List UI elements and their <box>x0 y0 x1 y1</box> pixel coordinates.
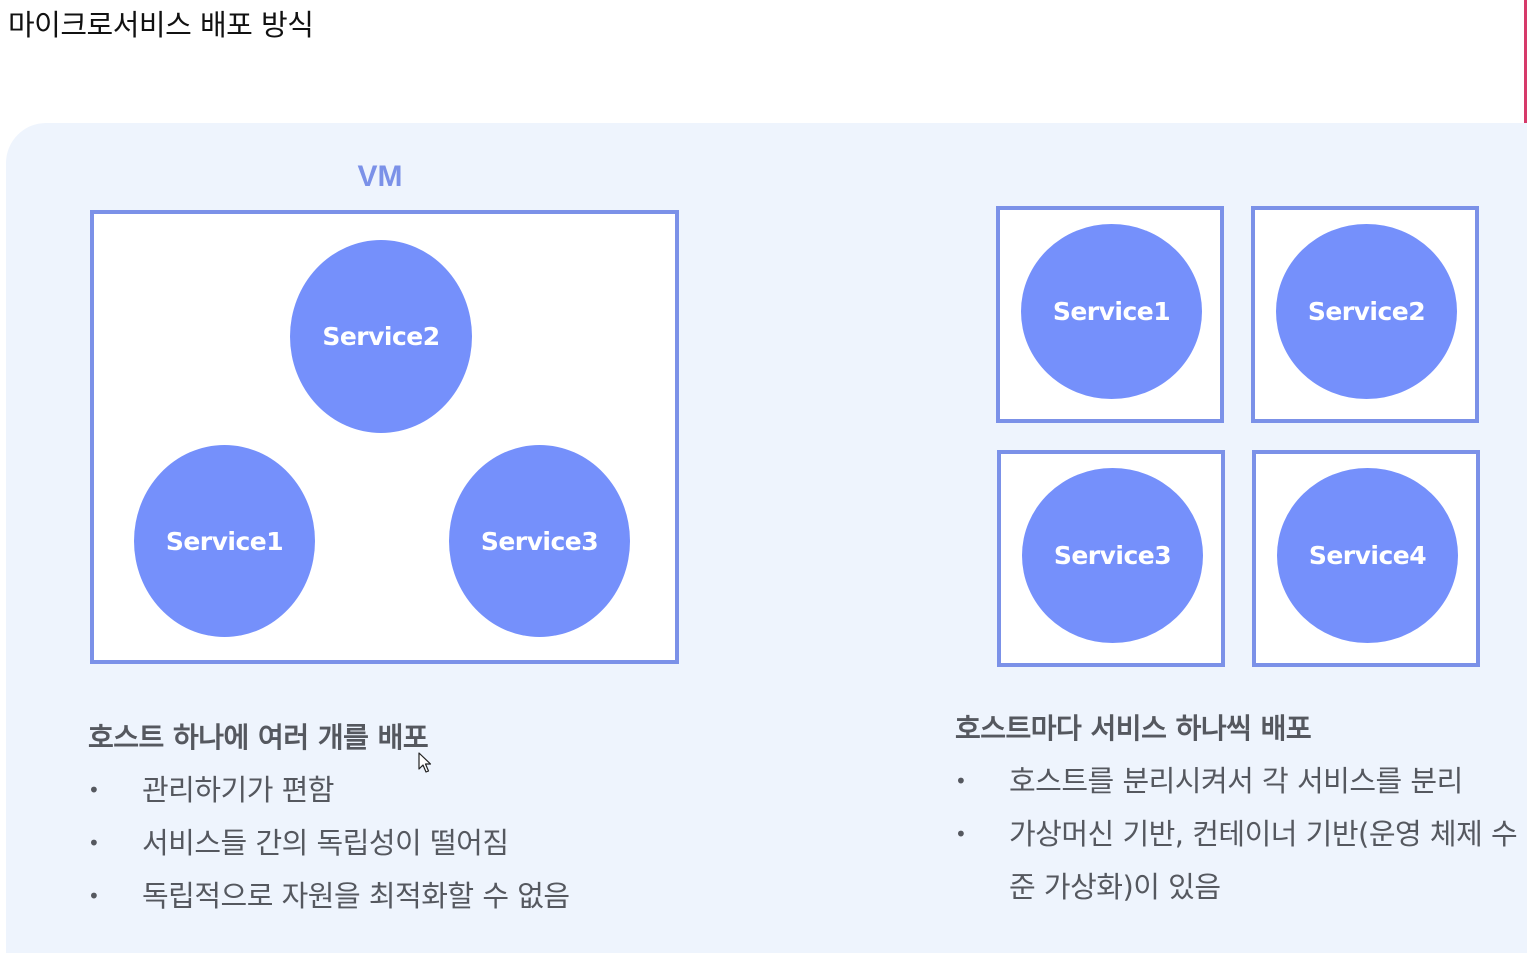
vm-label: VM <box>357 160 403 193</box>
list-item: •관리하기가 편함 <box>88 764 728 817</box>
host-service1-node: Service1 <box>1021 224 1202 399</box>
page-title: 마이크로서비스 배포 방식 <box>8 8 314 42</box>
host-service3-node: Service3 <box>1022 468 1203 643</box>
right-heading: 호스트마다 서비스 하나씩 배포 <box>955 712 1312 745</box>
bullet-icon: • <box>88 831 100 855</box>
list-item: •서비스들 간의 독립성이 떨어짐 <box>88 817 728 870</box>
vm-service1-node: Service1 <box>134 445 315 637</box>
vm-service3-node: Service3 <box>449 445 630 637</box>
host-service2-node: Service2 <box>1276 224 1457 399</box>
list-item: •가상머신 기반, 컨테이너 기반(운영 체제 수준 가상화)이 있음 <box>955 808 1525 914</box>
bullet-icon: • <box>955 769 967 793</box>
list-item: •호스트를 분리시켜서 각 서비스를 분리 <box>955 755 1525 808</box>
edge-accent-bar <box>1524 0 1527 232</box>
right-bullet-list: •호스트를 분리시켜서 각 서비스를 분리 •가상머신 기반, 컨테이너 기반(… <box>955 755 1525 914</box>
left-bullet-list: •관리하기가 편함 •서비스들 간의 독립성이 떨어짐 •독립적으로 자원을 최… <box>88 764 728 923</box>
list-item: •독립적으로 자원을 최적화할 수 없음 <box>88 870 728 923</box>
bullet-icon: • <box>88 778 100 802</box>
left-heading: 호스트 하나에 여러 개를 배포 <box>88 721 429 754</box>
bullet-icon: • <box>955 822 967 846</box>
bullet-icon: • <box>88 884 100 908</box>
vm-service2-node: Service2 <box>290 240 472 433</box>
host-service4-node: Service4 <box>1277 468 1458 643</box>
